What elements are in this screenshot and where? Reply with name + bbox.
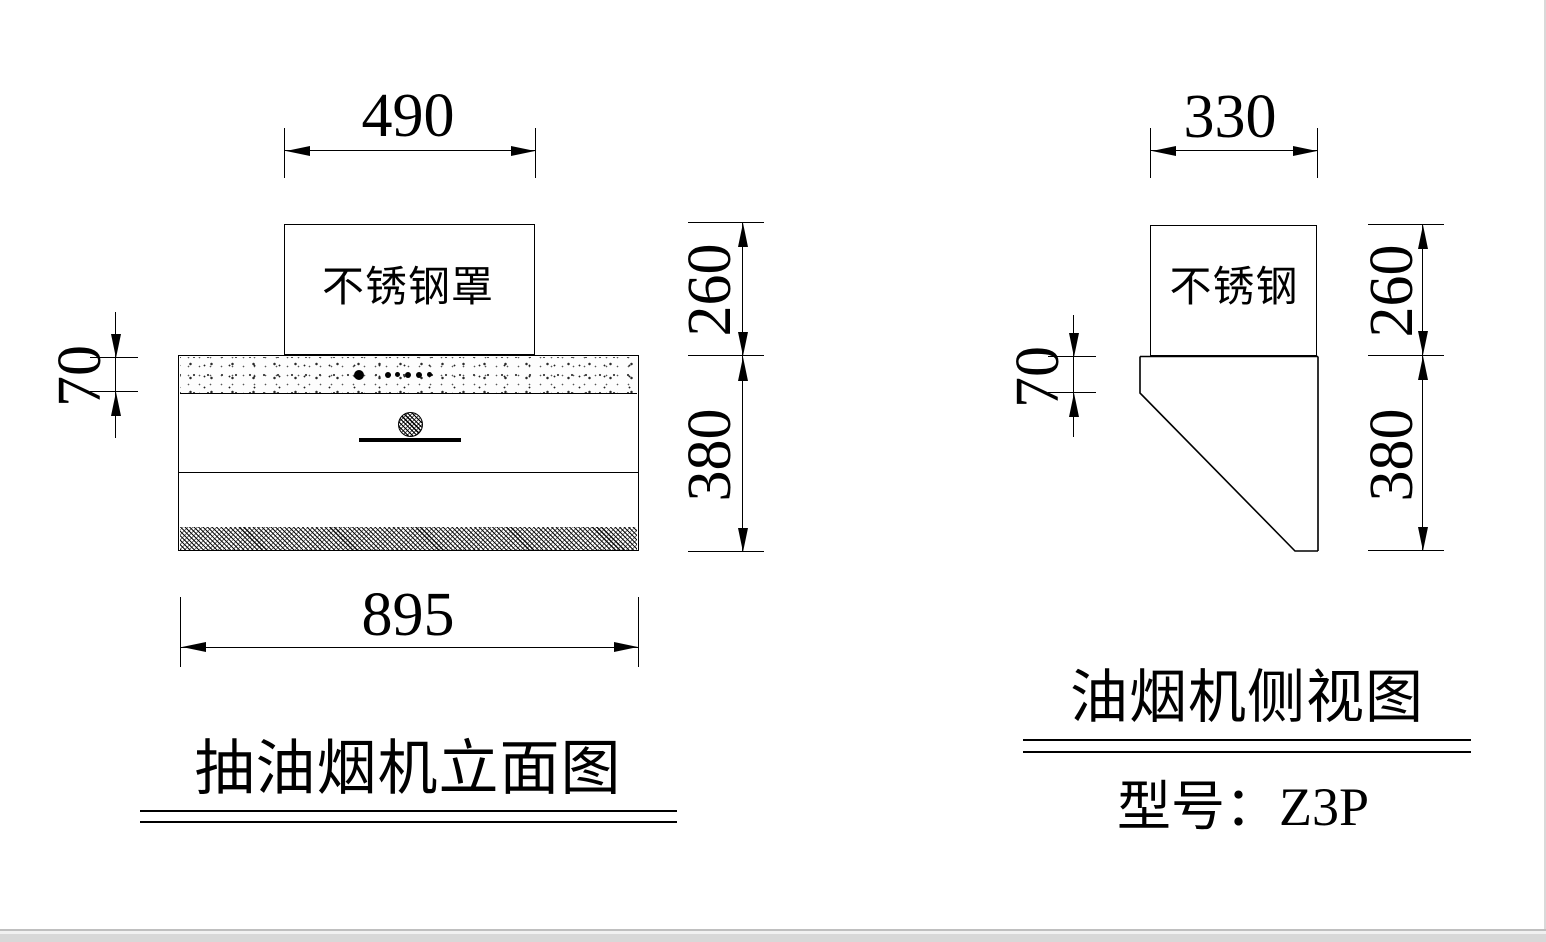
front-title-underline-1 [140,810,677,812]
small-dot-icon [427,372,432,377]
side-title-underline-1 [1023,739,1471,741]
small-dot-icon [395,372,400,377]
side-chimney-box [1150,225,1317,356]
dim-490-label: 490 [361,82,455,150]
small-dot-icon [416,372,422,378]
dim-380-side-label: 380 [1358,408,1426,502]
side-title-underline-2 [1023,751,1471,753]
side-view-title: 油烟机侧视图 [1069,665,1425,730]
arrowhead-up-icon [1069,393,1079,417]
arrowhead-left-icon [182,642,206,652]
dim-right-ext-top [688,222,764,224]
arrowhead-down-icon [738,528,748,552]
arrowhead-up-icon [111,392,121,416]
arrowhead-down-icon [738,332,748,356]
model-number-label: 型号：Z3P [1116,777,1370,837]
dim-side-line [1422,225,1424,551]
dim-380-label: 380 [676,408,744,502]
arrowhead-up-icon [1418,225,1428,249]
arrowhead-right-icon [511,146,535,156]
arrowhead-down-icon [1418,527,1428,551]
hood-label: 不锈钢罩 [321,265,495,311]
dim-70-tick-bottom [90,391,138,393]
knob-slot-line [359,438,461,442]
hood-chimney-box [284,224,535,355]
dim-490-ext-right [535,128,537,178]
power-dot-icon [354,370,364,380]
arrowhead-down-icon [1069,333,1079,357]
window-right-edge [1544,0,1546,942]
dim-260-side-label: 260 [1358,244,1426,338]
hatch-strip [180,527,637,550]
arrowhead-up-icon [738,357,748,381]
front-title-underline-2 [140,821,677,823]
front-view-title: 抽油烟机立面图 [194,736,622,802]
dim-490-ext-left [284,128,286,178]
dim-895-line [181,647,639,649]
dim-side-ext-top [1368,224,1444,226]
dim-260-label: 260 [676,243,744,337]
dim-895-label: 895 [361,581,455,649]
dim-895-ext-right [638,597,640,667]
arrowhead-left-icon [286,146,310,156]
side-profile-outline [1139,355,1319,552]
arrowhead-down-icon [111,334,121,358]
dim-70-side-tick-bottom [1048,392,1096,394]
dim-70-label: 70 [46,345,114,407]
dim-895-ext-left [180,597,182,667]
dim-330-ext-right [1317,128,1319,178]
fan-knob-icon [398,412,423,437]
small-dot-icon [385,372,391,378]
dim-70-line [115,312,117,438]
horizontal-scrollbar-track[interactable] [0,929,1546,942]
arrowhead-up-icon [738,223,748,247]
arrowhead-down-icon [1418,331,1428,355]
dim-70-side-line [1073,315,1075,437]
dim-330-line [1151,150,1317,152]
arrowhead-up-icon [1418,356,1428,380]
panel-label: 不锈钢 [1169,265,1299,311]
dim-right-ext-bottom [688,551,764,553]
arrowhead-right-icon [614,642,638,652]
arrowhead-left-icon [1152,146,1176,156]
arrowhead-right-icon [1293,146,1317,156]
dim-side-ext-mid [1368,355,1444,357]
dim-330-ext-left [1150,128,1152,178]
dim-right-ext-mid [688,355,764,357]
small-dot-icon [405,372,411,378]
dim-330-label: 330 [1183,83,1277,151]
dim-side-ext-bottom [1368,550,1444,552]
body-divider-line [179,472,638,474]
dim-490-line [285,150,535,152]
speckle-band [180,357,637,394]
dim-right-line [742,223,744,552]
